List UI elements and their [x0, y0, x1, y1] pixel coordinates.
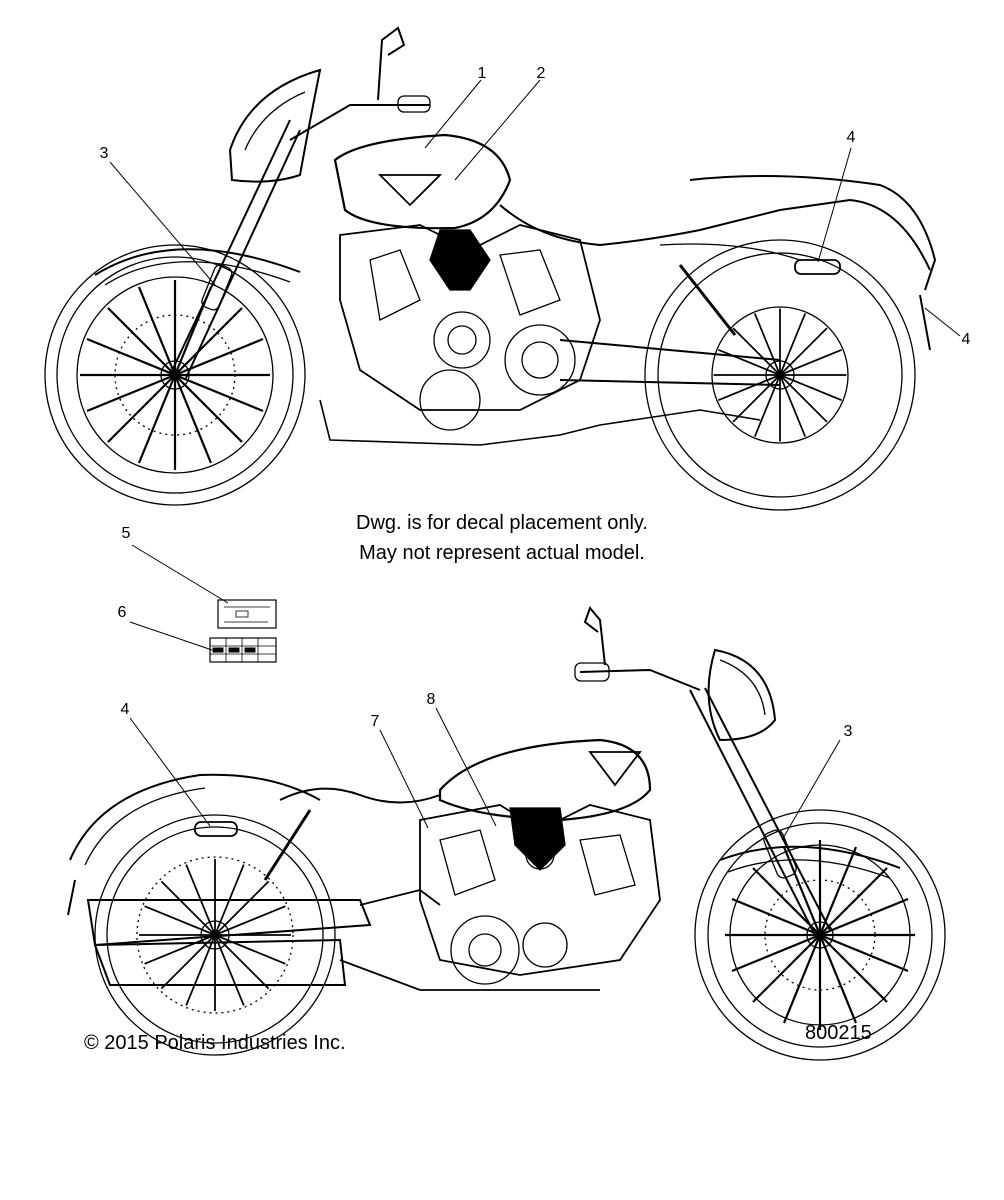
- callout-3-bottom: 3: [844, 723, 853, 740]
- callout-7: 7: [371, 713, 380, 730]
- rear-wheel-top: [644, 239, 916, 511]
- callout-4-top-signal: 4: [962, 331, 971, 348]
- callout-4-bottom: 4: [121, 701, 130, 718]
- placement-note-line-1: Dwg. is for decal placement only.: [356, 512, 648, 534]
- callout-8: 8: [427, 691, 436, 708]
- callout-1: 1: [478, 65, 487, 82]
- leader-lines: [109, 79, 961, 841]
- front-wheel-bottom: [694, 809, 946, 1061]
- front-wheel-top: [44, 244, 306, 506]
- callout-5: 5: [122, 525, 131, 542]
- drawing-number: 800215: [805, 1022, 872, 1044]
- motorcycle-top-view-left: [44, 26, 937, 511]
- callout-numbers: 1 2 3 4 4 5 6 4 7 8 3: [100, 65, 971, 740]
- motorcycle-bottom-view-right: [67, 606, 946, 1061]
- callout-3-top: 3: [100, 145, 109, 162]
- copyright-text: © 2015 Polaris Industries Inc.: [84, 1032, 346, 1054]
- placement-note-line-2: May not represent actual model.: [359, 542, 645, 564]
- decal-label-5-illustration: [217, 599, 277, 629]
- rear-wheel-bottom: [94, 814, 336, 1056]
- callout-4-top-fender: 4: [847, 129, 856, 146]
- decal-label-6-illustration: [209, 637, 277, 663]
- callout-6: 6: [118, 604, 127, 621]
- callout-2: 2: [537, 65, 546, 82]
